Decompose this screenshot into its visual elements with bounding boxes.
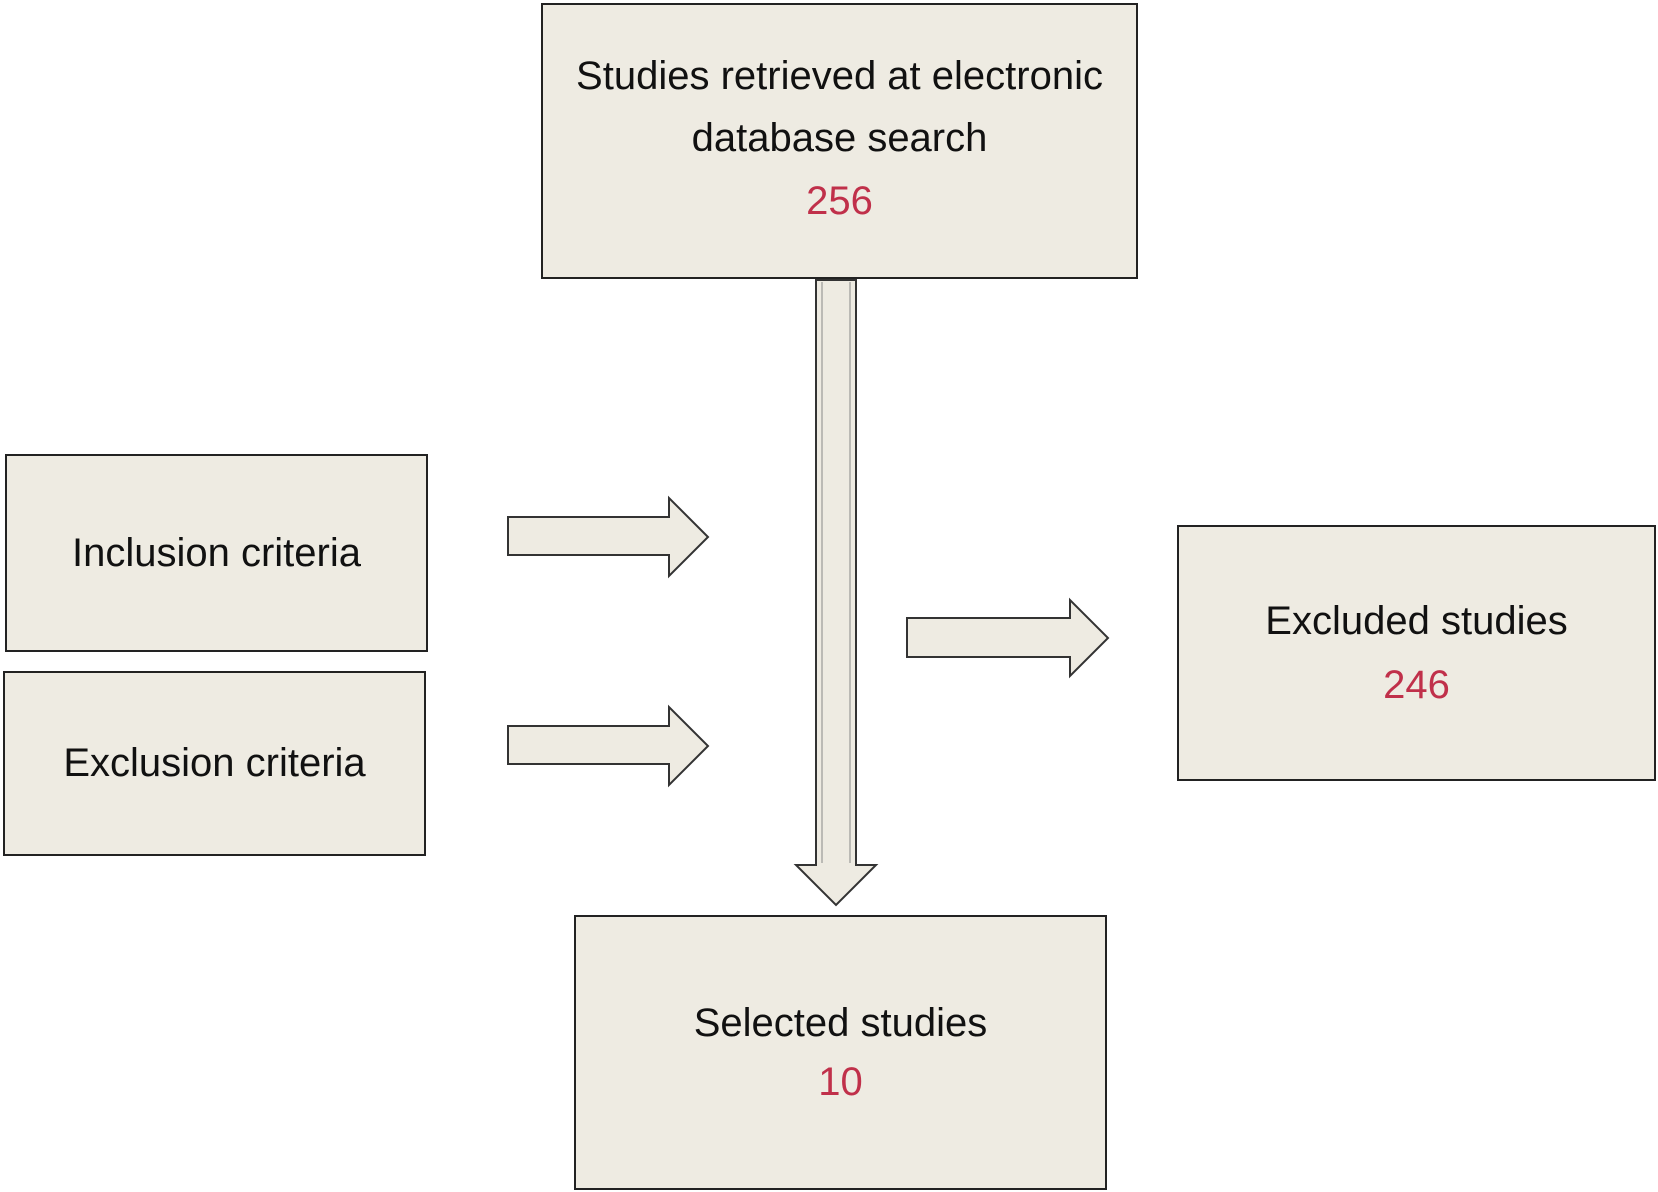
studies-retrieved-label-line2: database search	[691, 116, 988, 160]
selected-studies-count: 10	[818, 1059, 863, 1104]
excluded-studies-label: Excluded studies	[1265, 598, 1568, 643]
inclusion-criteria-label: Inclusion criteria	[71, 530, 361, 575]
studies-retrieved-label-line1: Studies retrieved at electronic	[576, 54, 1103, 98]
exclusion-criteria-box: Exclusion criteria	[3, 671, 426, 856]
selected-studies-label: Selected studies	[693, 1000, 988, 1045]
excluded-studies-count: 246	[1383, 662, 1450, 707]
studies-retrieved-count: 256	[806, 179, 873, 223]
selected-studies-box: Selected studies 10	[574, 915, 1107, 1190]
excluded-studies-box: Excluded studies 246	[1177, 525, 1656, 781]
arrow-right-inclusion	[507, 495, 710, 579]
arrow-right-excluded	[906, 597, 1110, 679]
inclusion-criteria-box: Inclusion criteria	[5, 454, 428, 652]
exclusion-criteria-label: Exclusion criteria	[63, 741, 366, 785]
arrow-down-main	[793, 279, 879, 907]
arrow-right-exclusion	[507, 704, 710, 788]
studies-retrieved-box: Studies retrieved at electronic database…	[541, 3, 1138, 279]
